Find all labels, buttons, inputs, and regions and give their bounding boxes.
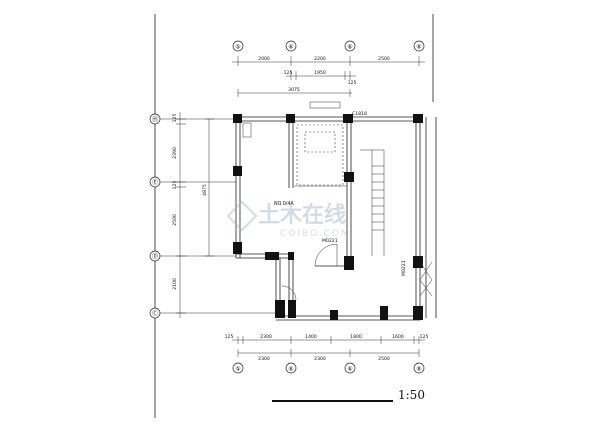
dim-bot2-c: 2500 [378,356,390,362]
door-label-2: M0221 [401,260,407,276]
scale-label: 1:50 [398,388,425,402]
dim-top3: 3075 [288,87,300,93]
axis-bottom-3: ⑥ [347,366,352,373]
axis-left-4: Ⓒ [152,310,158,318]
dim-left-c: 125 [172,181,178,190]
dim-left-b: 2390 [172,147,178,159]
dim-top-a: 2000 [258,56,270,62]
window-label: C1818 [352,111,367,117]
dim-left-a: 125 [172,114,178,123]
bathroom-fixtures [242,101,347,187]
axis-top-1: ⑤ [235,44,240,51]
axis-top-3: ⑥ [347,44,352,51]
dim-top2-c: 125 [348,80,357,86]
room-label: NO.0/4A [274,201,294,207]
dim-left-e: 2100 [172,278,178,290]
columns [233,114,423,320]
bottom-axis-bubbles: ⑤ ⑥ ⑥ ⑧ [232,362,425,374]
axis-bottom-4: ⑧ [416,366,421,373]
top-axis-bubbles: ⑤ ⑥ ⑥ ⑧ [232,40,425,52]
left-axis-bubbles: Ⓗ Ⓔ Ⓓ Ⓒ [149,113,161,319]
watermark-main: 土木在线 [258,202,346,228]
dim-left-total: 4875 [202,184,208,196]
axis-bottom-1: ⑤ [235,366,240,373]
axis-left-1: Ⓗ [152,116,158,124]
staircase [360,149,385,256]
dim-left-d: 2500 [172,214,178,226]
axis-left-3: Ⓓ [152,253,158,261]
dim-bot-d: 1800 [350,334,362,340]
axis-bottom-2: ⑥ [288,366,293,373]
bottom-dimensions: 125 2300 1400 1800 1600 125 2300 2300 25… [225,334,429,362]
watermark-sub: COIBO.COM [280,229,351,239]
dim-bot-a: 125 [225,334,234,340]
dim-top2-a: 125 [284,70,293,76]
dim-bot2-b: 2300 [314,356,326,362]
dim-bot-e: 1600 [392,334,404,340]
left-dimensions: 125 2390 125 2500 2100 4875 [172,112,214,318]
dim-top2-b: 1950 [314,70,326,76]
axis-left-2: Ⓔ [152,179,158,187]
axis-top-4: ⑧ [416,44,421,51]
doors [281,243,433,301]
dim-bot-c: 1400 [305,334,317,340]
dim-bot-f: 125 [420,334,429,340]
top-dimensions: 2000 2200 2500 125 1950 125 3075 [232,56,425,97]
dim-top-b: 2200 [314,56,326,62]
door-label-1: M0221 [322,238,338,244]
axis-top-2: ⑥ [288,44,293,51]
dim-bot2-a: 2300 [258,356,270,362]
dim-top-c: 2500 [378,56,390,62]
dim-bot-b: 2300 [260,334,272,340]
watermark: 土木在线 COIBO.COM [226,200,351,239]
